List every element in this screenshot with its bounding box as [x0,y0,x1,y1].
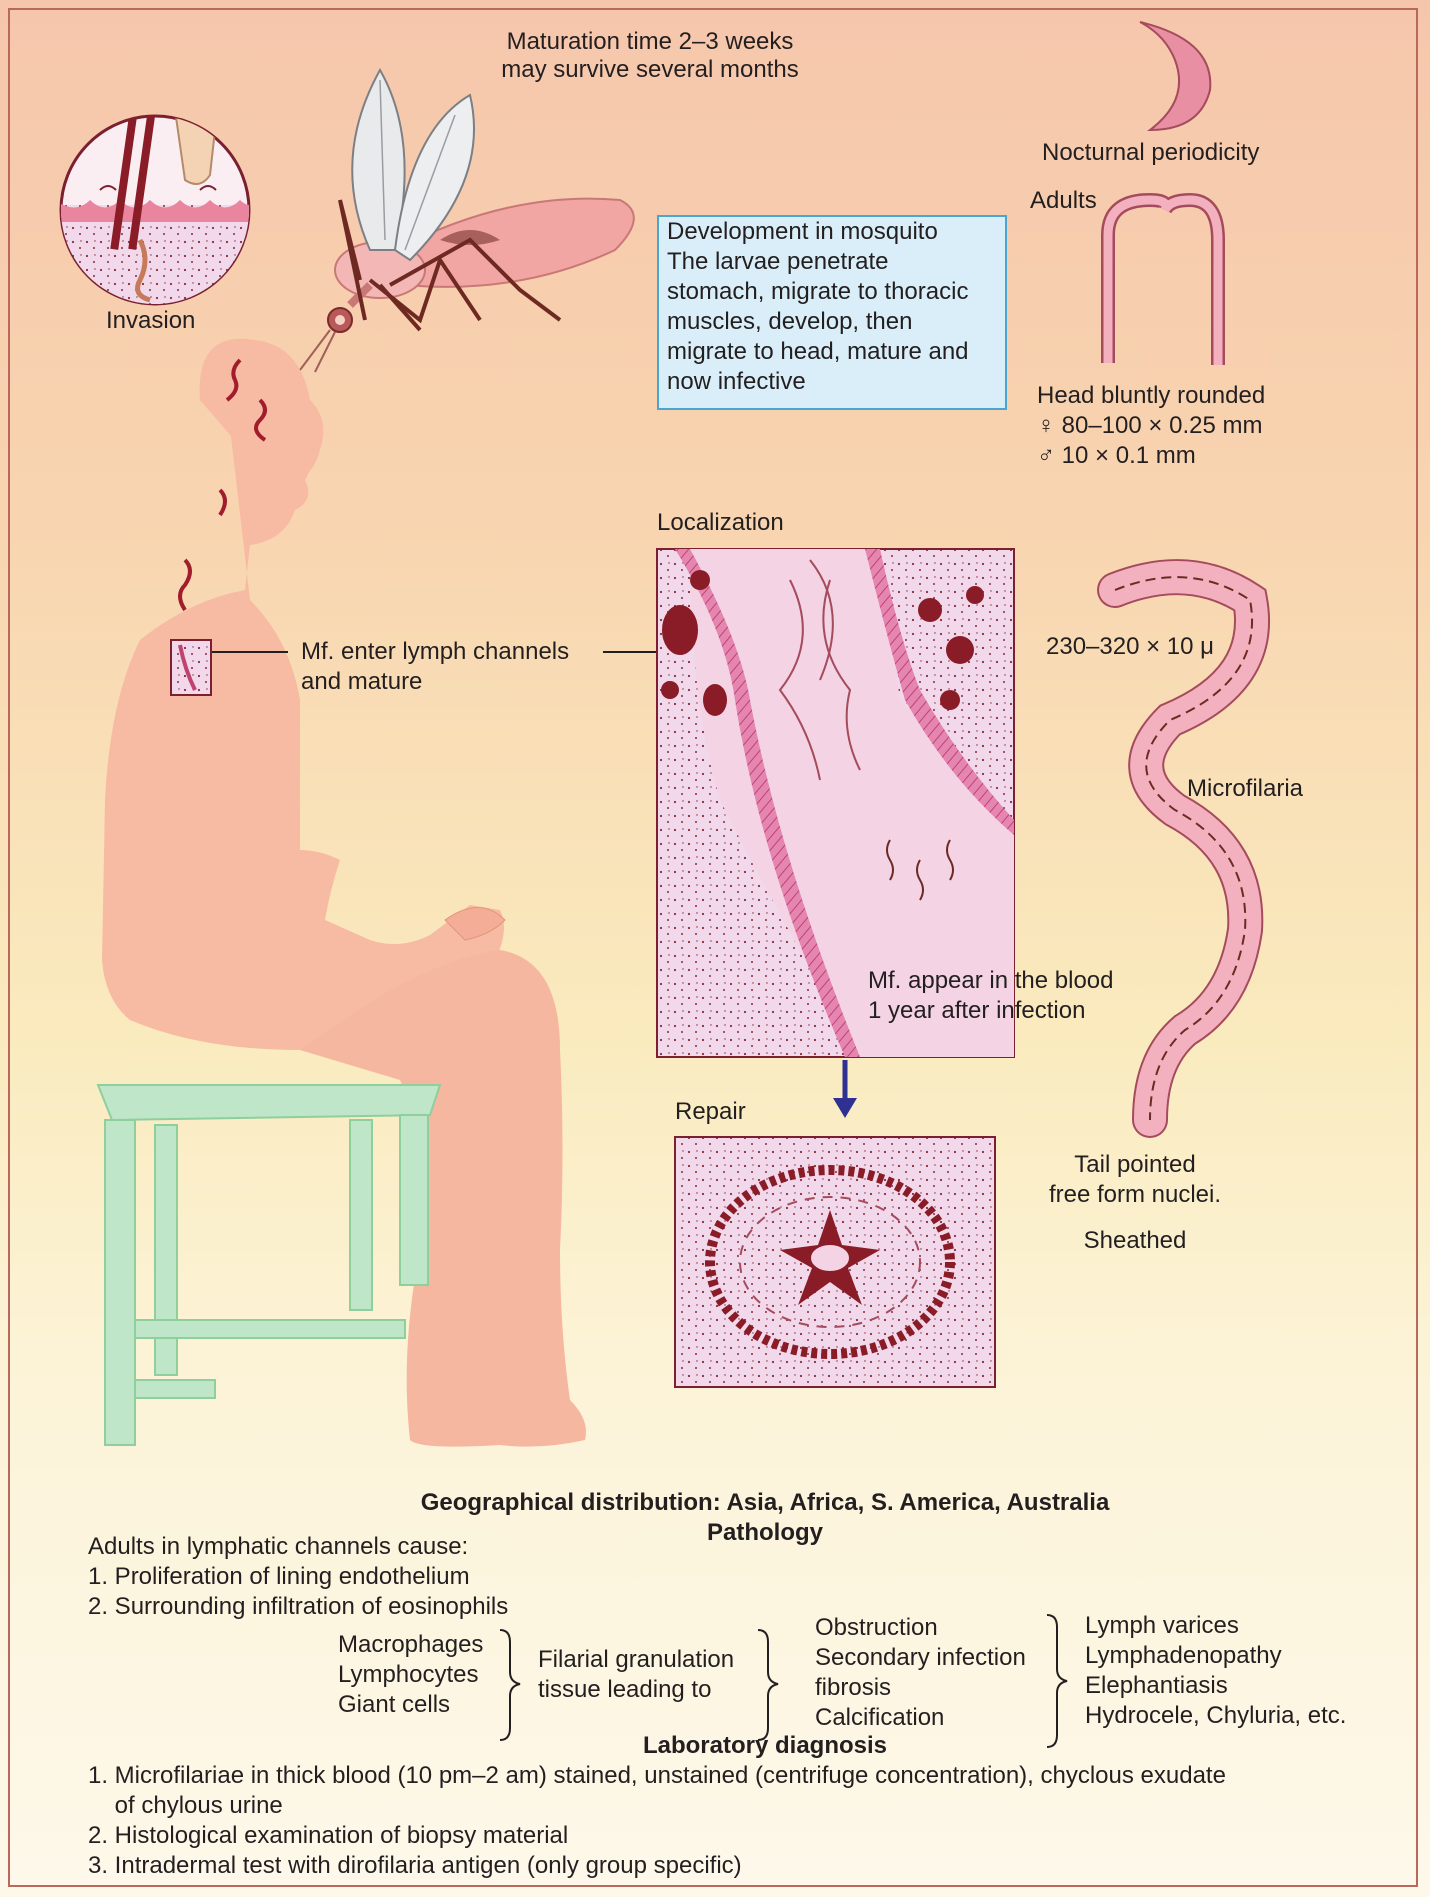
outcome-item: Lymphadenopathy [1085,1642,1282,1669]
lymph-label-line-1: Mf. enter lymph channels [301,638,570,665]
outcome-item: Lymph varices [1085,1612,1239,1639]
lab-item: of chylous urine [88,1792,283,1819]
effects-list: Obstruction Secondary infection fibrosis… [815,1613,1026,1733]
microfilaria-illustration [1097,559,1271,1138]
blood-label-line-1: Mf. appear in the blood [868,967,1114,994]
adults-head-text: Head bluntly rounded [1037,382,1266,409]
pathology-braces [499,1614,1068,1748]
sheathed-label: Sheathed [1083,1227,1187,1254]
pathology-intro: Adults in lymphatic channels cause: [88,1533,469,1560]
stool-illustration [96,1084,442,1446]
lab-item: 1. Microfilariae in thick blood (10 pm–2… [88,1762,1226,1789]
development-line: now infective [667,368,806,395]
invasion-label: Invasion [106,307,196,334]
development-line: migrate to head, mature and [667,338,969,365]
blood-label-line-2: 1 year after infection [868,997,1086,1024]
figure-border [8,8,1418,1887]
pathology-title: Pathology [706,1519,823,1546]
cell-item: Giant cells [338,1691,451,1718]
maturation-line-2: may survive several months [501,56,799,83]
invasion-illustration [59,114,251,306]
maturation-line-1: Maturation time 2–3 weeks [506,28,794,55]
microfilaria-label: Microfilaria [1187,775,1304,802]
pathology-item: 2. Surrounding infiltration of eosinophi… [88,1593,509,1620]
mosquito-illustration [299,67,635,373]
development-line: Development in mosquito [667,218,938,245]
geographical-distribution: Geographical distribution: Asia, Africa,… [420,1489,1110,1516]
pathology-item: 1. Proliferation of lining endothelium [88,1563,470,1590]
development-box: Development in mosquito The larvae penet… [657,215,1007,410]
outcome-item: Hydrocele, Chyluria, etc. [1085,1702,1347,1729]
repair-label: Repair [675,1098,746,1125]
microfilaria-size: 230–320 × 10 μ [1046,633,1214,660]
repair-tissue-illustration [674,1136,996,1388]
granulation-line: Filarial granulation [538,1646,735,1673]
moon-icon [1139,21,1212,132]
adult-worm-icon [1101,192,1225,365]
outcome-item: Elephantiasis [1085,1672,1228,1699]
tail-label-line-1: Tail pointed [1074,1151,1196,1178]
lab-item: 3. Intradermal test with dirofilaria ant… [88,1852,742,1879]
adults-male-size: ♂ 10 × 0.1 mm [1037,442,1196,469]
adults-title: Adults [1030,187,1097,214]
granulation-line: tissue leading to [538,1676,712,1703]
granulation-text: Filarial granulation tissue leading to [538,1645,734,1705]
tail-label-line-2: free form nuclei. [1048,1181,1222,1208]
down-arrow-icon [833,1098,857,1118]
nocturnal-label: Nocturnal periodicity [1042,139,1260,166]
development-line: stomach, migrate to thoracic [667,278,969,305]
effect-item: Secondary infection [815,1644,1026,1671]
lab-item: 2. Histological examination of biopsy ma… [88,1822,569,1849]
cell-item: Macrophages [338,1631,484,1658]
effect-item: Obstruction [815,1614,938,1641]
adults-female-size: ♀ 80–100 × 0.25 mm [1037,412,1263,439]
cell-list: Macrophages Lymphocytes Giant cells [338,1630,483,1720]
human-figure [102,338,586,1447]
effect-item: Calcification [815,1704,945,1731]
localization-tissue-illustration [656,548,1015,1058]
lymph-label-line-2: and mature [301,668,423,695]
cell-item: Lymphocytes [338,1661,479,1688]
effect-item: fibrosis [815,1674,892,1701]
development-line: muscles, develop, then [667,308,913,335]
outcomes-list: Lymph varices Lymphadenopathy Elephantia… [1085,1611,1346,1731]
lab-diagnosis-title: Laboratory diagnosis [642,1732,888,1759]
localization-label: Localization [657,509,784,536]
development-line: The larvae penetrate [667,248,889,275]
